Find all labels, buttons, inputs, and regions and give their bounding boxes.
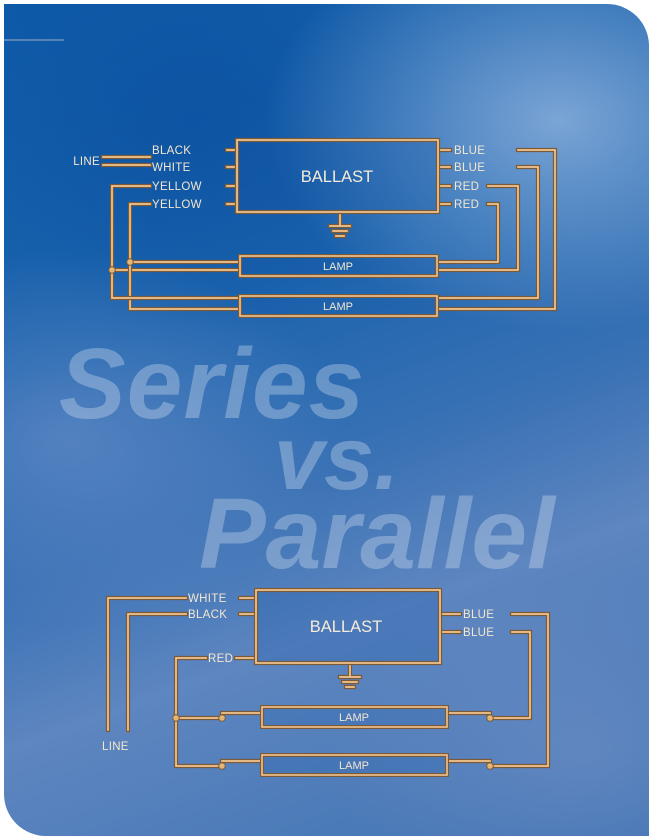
diagram-panel: Series vs. Parallel <box>4 4 649 836</box>
lamp: LAMP <box>260 705 449 729</box>
wire-label-white: WHITE <box>152 162 191 174</box>
lamp-label: LAMP <box>339 760 369 772</box>
wire-label-black: BLACK <box>188 609 227 621</box>
junction-dot <box>108 266 116 274</box>
junction-dot <box>486 714 494 722</box>
lamp-label: LAMP <box>323 301 353 313</box>
wire-label-red: RED <box>454 181 479 193</box>
lamp-label: LAMP <box>339 712 369 724</box>
ballast-label: BALLAST <box>310 618 382 636</box>
wire-label-blue: BLUE <box>454 145 485 157</box>
series-ballast: BALLAST <box>234 137 441 215</box>
watermark-series: Series <box>59 328 366 440</box>
junction-dot <box>218 762 226 770</box>
corner-decoration <box>4 39 64 41</box>
lamp: LAMP <box>260 753 449 777</box>
watermark-parallel: Parallel <box>199 478 555 590</box>
line-label: LINE <box>102 741 129 753</box>
wire-label-blue: BLUE <box>463 609 494 621</box>
parallel-ballast: BALLAST <box>253 587 443 666</box>
junction-dot <box>126 258 134 266</box>
wire-label-black: BLACK <box>152 145 191 157</box>
wire-label-white: WHITE <box>188 593 227 605</box>
junction-dot <box>172 714 180 722</box>
junction-dot <box>218 714 226 722</box>
lamp: LAMP <box>238 294 439 318</box>
lamp: LAMP <box>238 254 439 278</box>
wire-label-yellow: YELLOW <box>152 199 202 211</box>
lamp-label: LAMP <box>323 261 353 273</box>
watermark-vs: vs. <box>274 409 400 509</box>
line-label: LINE <box>73 156 100 168</box>
parallel-wiring-diagram: BALLAST LINE WHITE BLACK RED BLUE BLUE L… <box>102 587 551 777</box>
wire-label-blue: BLUE <box>454 162 485 174</box>
wire-label-blue: BLUE <box>463 627 494 639</box>
ballast-label: BALLAST <box>301 168 373 186</box>
wire-label-yellow: YELLOW <box>152 181 202 193</box>
wire-label-red: RED <box>454 199 479 211</box>
wire-label-red: RED <box>208 653 233 665</box>
series-wiring-diagram: BALLAST LINE BLACK WHITE YELLOW YELLOW B… <box>73 137 558 318</box>
junction-dot <box>486 762 494 770</box>
